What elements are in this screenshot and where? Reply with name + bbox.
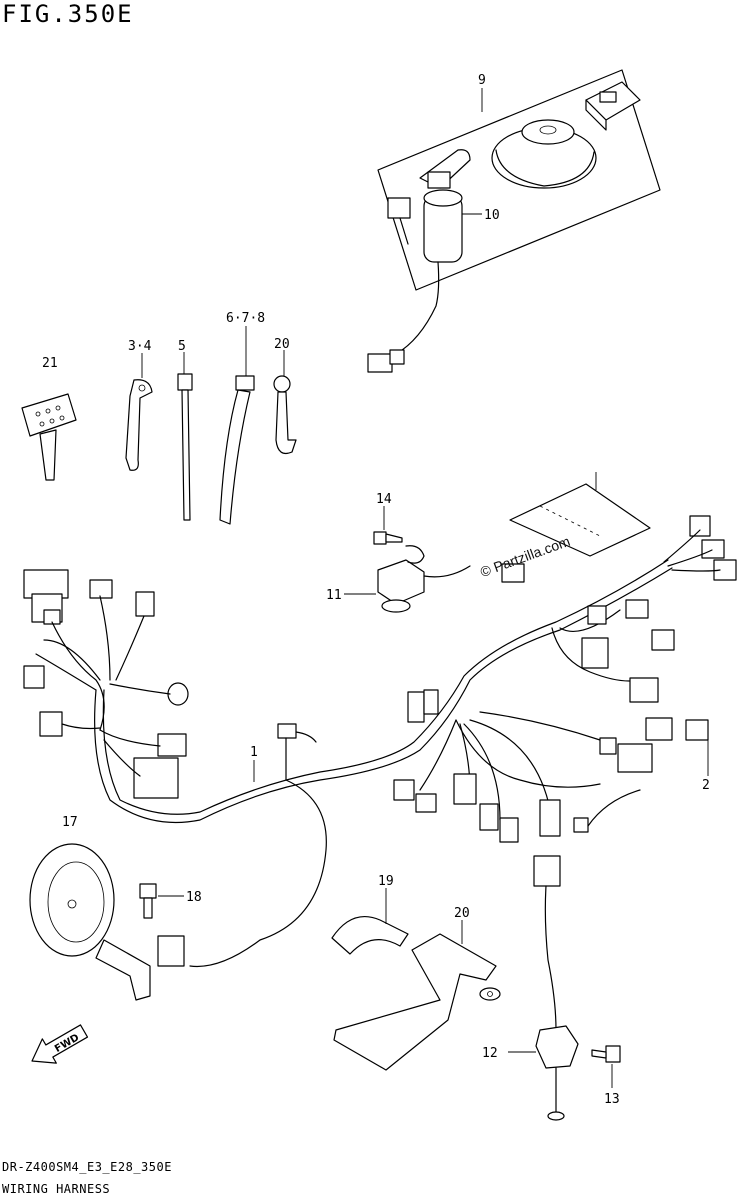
fwd-arrow-icon: FWD [31,1024,89,1064]
clamp-band-6-7-8 [219,375,255,525]
key-blank [21,393,77,481]
bolt-14 [591,1045,621,1063]
callout-3-4: 3·4 [128,339,152,354]
ignition-switch-set-box [367,69,661,373]
callout-14: 13 [604,1092,620,1107]
callout-6-7-8: 6·7·8 [226,311,265,326]
model-code: DR-Z400SM4_E3_E28_350E [2,1160,172,1174]
callout-16: 18 [186,890,202,905]
lock-connector [585,81,641,131]
relay-11 [377,545,471,613]
callout-2: 2 [702,778,710,793]
callout-9: 9 [478,73,486,88]
figure-title: FIG.350E [2,0,134,28]
callout-5: 5 [178,339,186,354]
ignition-switch [387,149,471,355]
callout-10: 10 [484,208,500,223]
callout-21: 21 [42,356,58,371]
callout-15: 17 [62,815,78,830]
bolt-16 [139,883,157,919]
callout-18: 20 [454,906,470,921]
callout-12: 14 [376,492,392,507]
callout-17: 19 [378,874,394,889]
clamp-3-4 [125,379,153,471]
callout-19: 20 [274,337,290,352]
insulation-sheet [509,483,651,557]
ignition-connector [367,349,405,373]
callout-11: 11 [326,588,342,603]
callout-13: 12 [482,1046,498,1061]
cover-17 [331,916,409,955]
cable-tie [177,373,193,521]
sensor-13 [533,855,579,1121]
main-harness [23,515,737,968]
bolt-12 [373,531,403,545]
fuel-cap [491,119,597,189]
clamp-19 [273,375,297,455]
section-name: WIRING HARNESS [2,1182,111,1196]
callout-1: 1 [250,745,258,760]
horn [29,843,185,1001]
bracket-18 [333,933,501,1071]
